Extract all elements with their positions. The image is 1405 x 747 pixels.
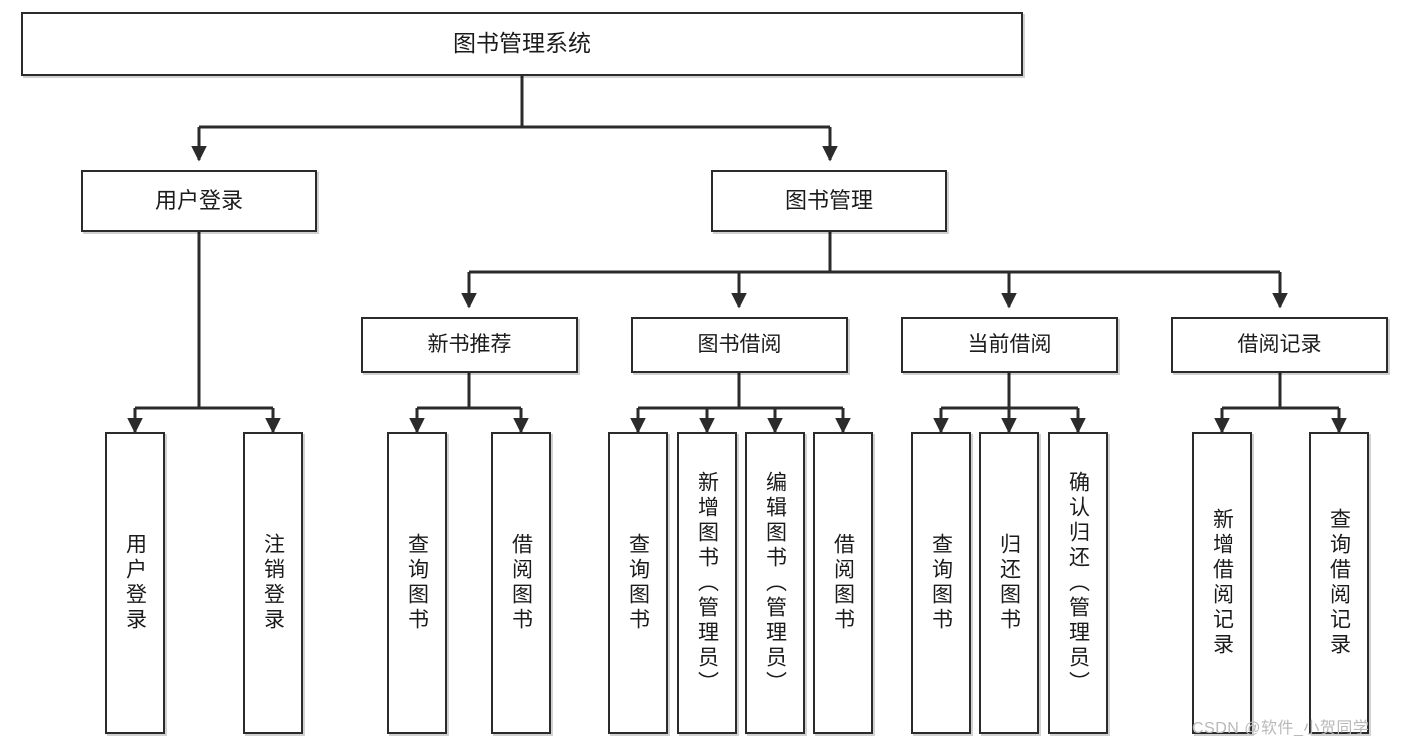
node-book-management[interactable]: 图书管理: [711, 170, 947, 232]
leaf-current-borrow-return-book[interactable]: 归还图书: [979, 432, 1039, 734]
leaf-new-book-borrow-book[interactable]: 借阅图书: [491, 432, 551, 734]
leaf-current-borrow-confirm-return[interactable]: 确认归还（管理员）: [1048, 432, 1108, 734]
leaf-current-borrow-query-book[interactable]: 查询图书: [911, 432, 971, 734]
node-label: 图书借阅: [697, 332, 782, 356]
node-book-borrow[interactable]: 图书借阅: [631, 317, 848, 373]
leaf-book-borrow-edit-book[interactable]: 编辑图书（管理员）: [745, 432, 805, 734]
leaf-borrow-record-add-record[interactable]: 新增借阅记录: [1192, 432, 1252, 734]
node-label: 借阅图书: [509, 533, 533, 633]
node-label: 图书管理: [784, 188, 873, 214]
leaf-user-login-logout[interactable]: 注销登录: [243, 432, 303, 734]
node-label: 新增图书（管理员）: [695, 470, 719, 696]
node-new-book-recommend[interactable]: 新书推荐: [361, 317, 578, 373]
leaf-book-borrow-borrow-book[interactable]: 借阅图书: [813, 432, 873, 734]
node-root-system[interactable]: 图书管理系统: [21, 12, 1023, 76]
leaf-new-book-query-book[interactable]: 查询图书: [387, 432, 447, 734]
leaf-book-borrow-query-book[interactable]: 查询图书: [608, 432, 668, 734]
node-label: 注销登录: [261, 533, 285, 633]
node-label: 新增借阅记录: [1210, 508, 1234, 658]
leaf-user-login-login[interactable]: 用户登录: [105, 432, 165, 734]
node-current-borrow[interactable]: 当前借阅: [901, 317, 1118, 373]
node-label: 图书管理系统: [453, 30, 591, 57]
node-label: 用户登录: [154, 188, 243, 214]
node-label: 归还图书: [997, 533, 1021, 633]
node-label: 借阅记录: [1237, 332, 1322, 356]
node-borrow-record[interactable]: 借阅记录: [1171, 317, 1388, 373]
node-label: 确认归还（管理员）: [1066, 470, 1090, 696]
leaf-book-borrow-add-book[interactable]: 新增图书（管理员）: [677, 432, 737, 734]
node-label: 编辑图书（管理员）: [763, 470, 787, 696]
node-user-login[interactable]: 用户登录: [81, 170, 317, 232]
node-label: 借阅图书: [831, 533, 855, 633]
leaf-borrow-record-query-record[interactable]: 查询借阅记录: [1309, 432, 1369, 734]
node-label: 用户登录: [123, 533, 147, 633]
node-label: 查询图书: [405, 533, 429, 633]
node-label: 新书推荐: [427, 332, 512, 356]
node-label: 查询图书: [626, 533, 650, 633]
node-label: 查询借阅记录: [1327, 508, 1351, 658]
node-label: 当前借阅: [967, 332, 1052, 356]
node-label: 查询图书: [929, 533, 953, 633]
